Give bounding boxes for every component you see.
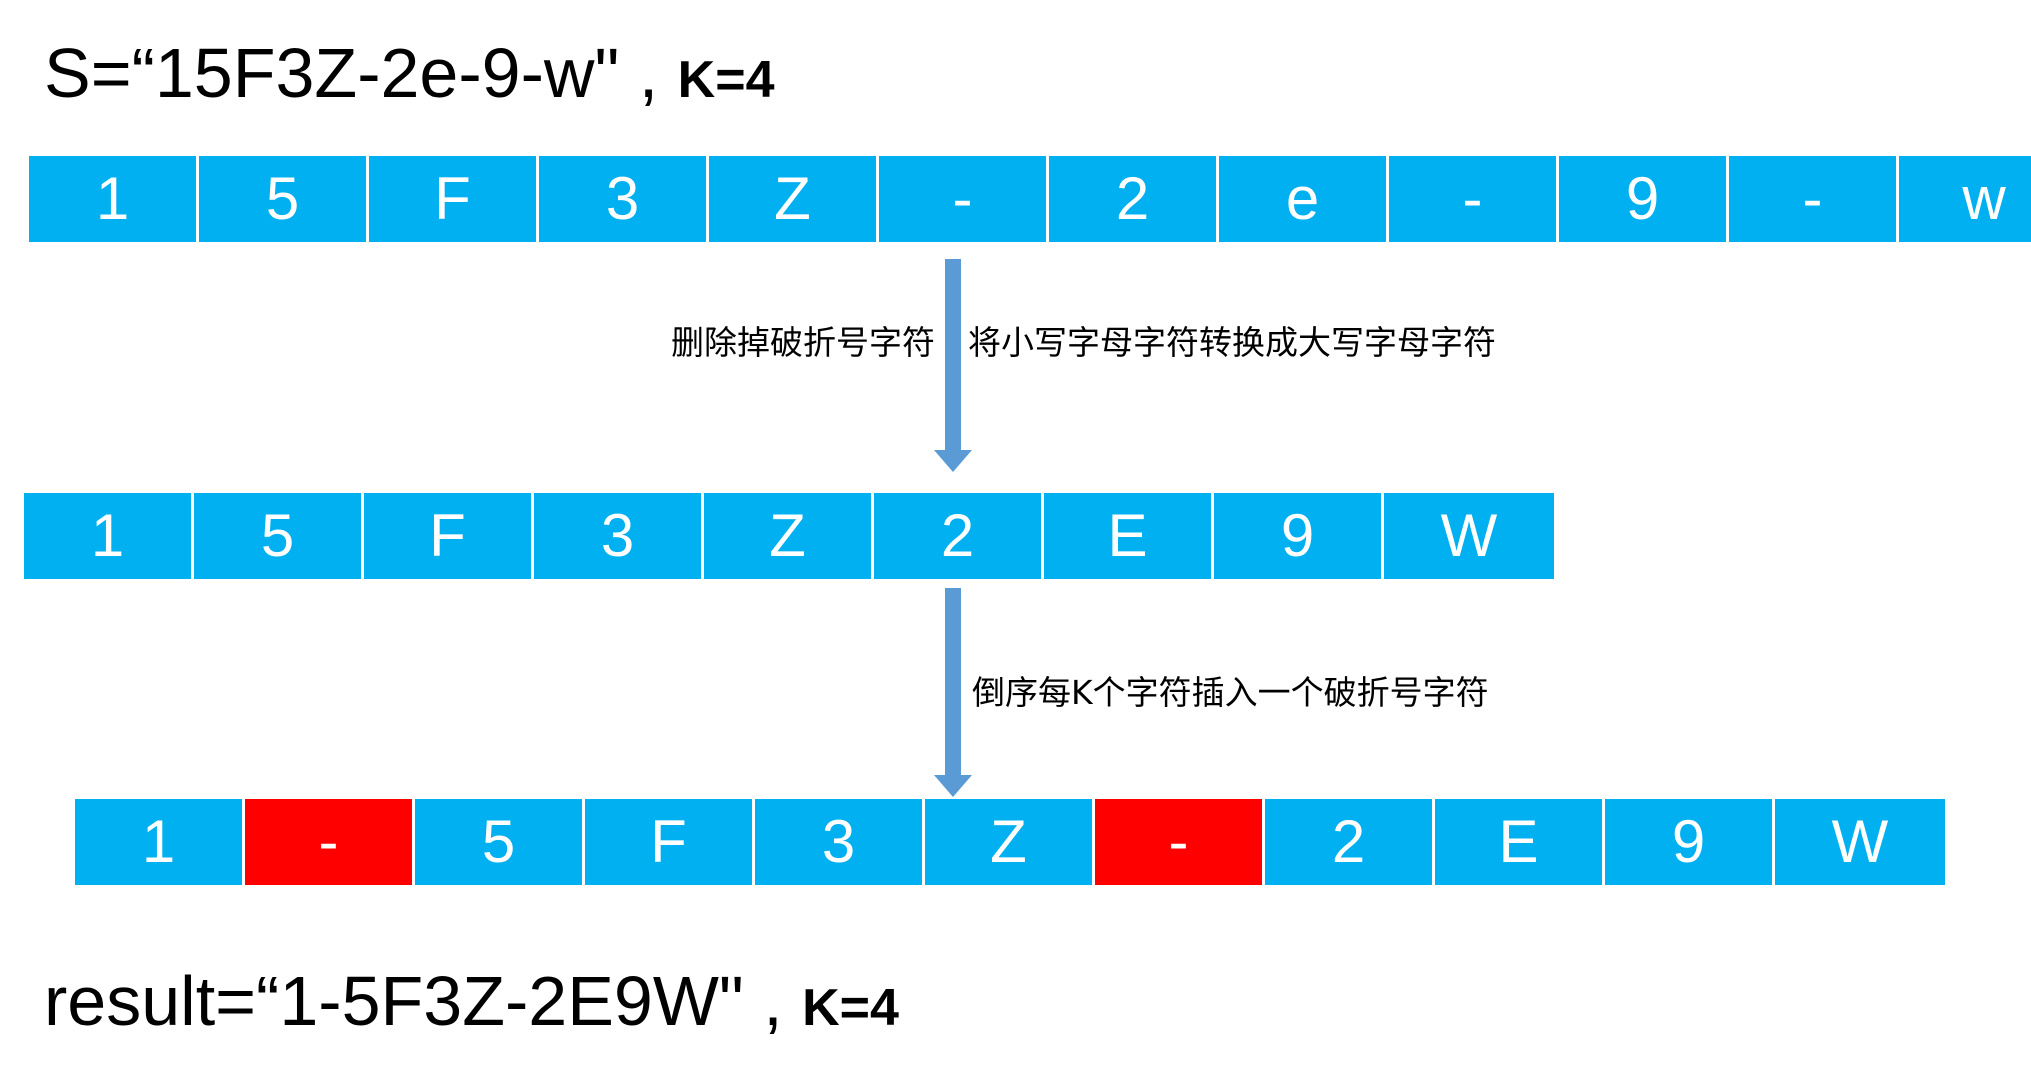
cleaned-char-cell: Z (704, 493, 874, 579)
input-char-cell: - (1729, 156, 1899, 242)
input-k-value: K=4 (677, 51, 775, 109)
input-char-cell: 9 (1559, 156, 1729, 242)
step-2-arrow-head (934, 775, 972, 797)
result-char-cell: 1 (75, 799, 245, 885)
cleaned-char-cell: W (1384, 493, 1554, 579)
input-char-cell: 3 (539, 156, 709, 242)
cleaned-char-cell: 3 (534, 493, 704, 579)
input-char-cell: 1 (29, 156, 199, 242)
result-char-cell: E (1435, 799, 1605, 885)
cleaned-char-cell: 2 (874, 493, 1044, 579)
remove-dashes-label: 删除掉破折号字符 (671, 323, 935, 362)
step-1-arrow-shaft (945, 259, 961, 451)
result-char-cell: 3 (755, 799, 925, 885)
cleaned-char-cell: 5 (194, 493, 364, 579)
input-char-cell: - (879, 156, 1049, 242)
step-1-arrow-head (934, 450, 972, 472)
cleaned-char-cell: 1 (24, 493, 194, 579)
cleaned-char-cell: 9 (1214, 493, 1384, 579)
cleaned-char-cell: E (1044, 493, 1214, 579)
input-char-cell: e (1219, 156, 1389, 242)
input-char-cell: 2 (1049, 156, 1219, 242)
result-char-cell: Z (925, 799, 1095, 885)
cleaned-char-cell: F (364, 493, 534, 579)
input-char-cell: Z (709, 156, 879, 242)
inserted-dash-cell: - (245, 799, 415, 885)
insert-dashes-label: 倒序每K个字符插入一个破折号字符 (972, 673, 1489, 712)
inserted-dash-cell: - (1095, 799, 1265, 885)
uppercase-label: 将小写字母字符转换成大写字母字符 (968, 323, 1496, 362)
input-char-cell: F (369, 156, 539, 242)
step-2-arrow-shaft (945, 588, 961, 776)
result-string-text: result=“1-5F3Z-2E9W" , (44, 962, 783, 1040)
input-string-heading: S=“15F3Z-2e-9-w" , K=4 (44, 38, 775, 108)
result-string-heading: result=“1-5F3Z-2E9W" , K=4 (44, 966, 899, 1036)
input-char-cell: - (1389, 156, 1559, 242)
input-string-text: S=“15F3Z-2e-9-w" , (44, 34, 659, 112)
result-k-value: K=4 (802, 979, 899, 1037)
result-char-cell: W (1775, 799, 1945, 885)
result-char-cell: 9 (1605, 799, 1775, 885)
input-char-cell: w (1899, 156, 2031, 242)
result-char-cell: F (585, 799, 755, 885)
result-char-cell: 2 (1265, 799, 1435, 885)
result-char-cell: 5 (415, 799, 585, 885)
input-char-cell: 5 (199, 156, 369, 242)
